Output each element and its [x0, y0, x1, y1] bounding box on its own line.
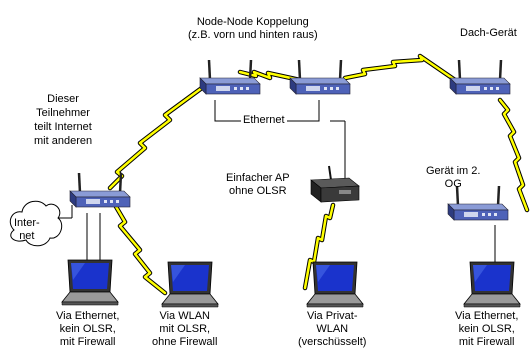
laptop-wlan-olsr — [161, 261, 219, 308]
wireless-link-router-left-to-center — [107, 79, 213, 191]
label-laptop-ethernet-left: Via Ethernet, kein OLSR, mit Firewall — [56, 310, 120, 348]
laptop-ethernet-left — [61, 259, 119, 306]
router-center-right — [288, 58, 352, 96]
laptop-private-wlan — [306, 261, 364, 308]
router-roof — [448, 58, 512, 96]
label-roof-device: Dach-Gerät — [460, 27, 517, 39]
label-node-node-coupling: Node-Node Koppelung (z.B. vorn und hinte… — [188, 16, 318, 41]
ethernet-connection — [214, 100, 346, 183]
label-floor-device: Gerät im 2. OG — [426, 165, 481, 190]
access-point-icon — [310, 165, 360, 203]
router-floor-2 — [446, 184, 510, 222]
label-ethernet: Ethernet — [241, 114, 287, 127]
label-laptop-wlan-olsr: Via WLAN mit OLSR, ohne Firewall — [152, 310, 218, 348]
label-sharing-participant: Dieser Teilnehmer teilt Internet mit and… — [34, 93, 93, 147]
internet-cloud-icon — [9, 200, 63, 247]
router-left-internet — [68, 171, 132, 209]
label-laptop-ethernet-right: Via Ethernet, kein OLSR, mit Firewall — [455, 310, 519, 348]
label-simple-ap: Einfacher AP ohne OLSR — [226, 172, 290, 197]
router-center — [198, 58, 262, 96]
label-internet: Inter- net — [14, 217, 40, 242]
label-laptop-private-wlan: Via Privat- WLAN (verschüsselt) — [298, 310, 367, 348]
laptop-ethernet-right — [463, 261, 521, 308]
